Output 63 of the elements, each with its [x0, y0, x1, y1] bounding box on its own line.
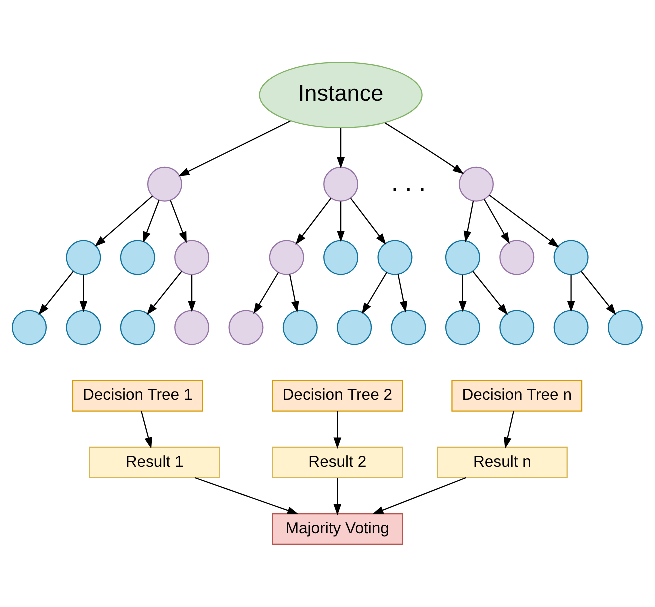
node-ellipse: Instance	[259, 62, 423, 129]
arrow	[141, 411, 152, 449]
arrow	[143, 200, 160, 244]
node-circle	[120, 310, 156, 346]
arrow	[337, 202, 345, 242]
node-circle	[12, 310, 47, 346]
node-circle	[174, 310, 210, 346]
node-circle	[445, 240, 480, 276]
node-box: Decision Tree 2	[272, 380, 404, 412]
arrow	[289, 274, 300, 313]
node-box: Result 2	[272, 446, 404, 478]
node-box: Majority Voting	[272, 513, 404, 546]
node-box: Result n	[436, 446, 568, 478]
node-circle	[500, 240, 535, 276]
node-box: Result 1	[89, 446, 220, 478]
arrow	[80, 274, 88, 312]
node-box: Decision Tree 1	[72, 380, 204, 412]
arrow	[146, 271, 182, 316]
node-circle	[378, 240, 413, 276]
node-circle	[500, 310, 535, 346]
arrow	[362, 272, 388, 314]
node-circle	[554, 310, 589, 346]
node-circle	[66, 310, 102, 346]
arrow	[178, 120, 291, 177]
node-circle	[269, 240, 304, 276]
arrow	[334, 411, 342, 449]
node-circle	[174, 240, 210, 276]
label: . . .	[392, 170, 426, 197]
node-circle	[391, 310, 426, 346]
arrow	[334, 478, 342, 516]
arrow	[489, 194, 560, 248]
arrow	[188, 274, 196, 312]
arrow	[170, 200, 187, 244]
arrow	[254, 272, 280, 314]
arrow	[94, 196, 153, 247]
node-circle	[554, 240, 589, 276]
arrow	[296, 198, 332, 246]
node-circle	[337, 310, 372, 346]
arrow	[398, 274, 408, 313]
node-circle	[459, 166, 494, 202]
arrow	[337, 128, 345, 169]
arrow	[581, 271, 616, 316]
node-circle	[120, 240, 156, 276]
node-circle	[324, 240, 359, 276]
arrow	[384, 122, 464, 174]
node-circle	[608, 310, 643, 346]
node-circle	[66, 240, 102, 276]
arrow	[350, 198, 386, 246]
arrow	[464, 201, 474, 243]
node-circle	[324, 166, 359, 202]
node-circle	[282, 310, 318, 346]
node-circle	[445, 310, 480, 346]
node-circle	[147, 166, 182, 202]
arrow	[38, 271, 74, 316]
arrow	[459, 274, 467, 312]
arrow	[484, 199, 510, 244]
arrow	[194, 477, 299, 514]
arrow	[504, 411, 514, 449]
arrow	[372, 477, 466, 515]
arrow	[472, 271, 508, 316]
node-box: Decision Tree n	[452, 380, 583, 412]
node-circle	[228, 310, 264, 346]
arrow	[567, 274, 576, 312]
